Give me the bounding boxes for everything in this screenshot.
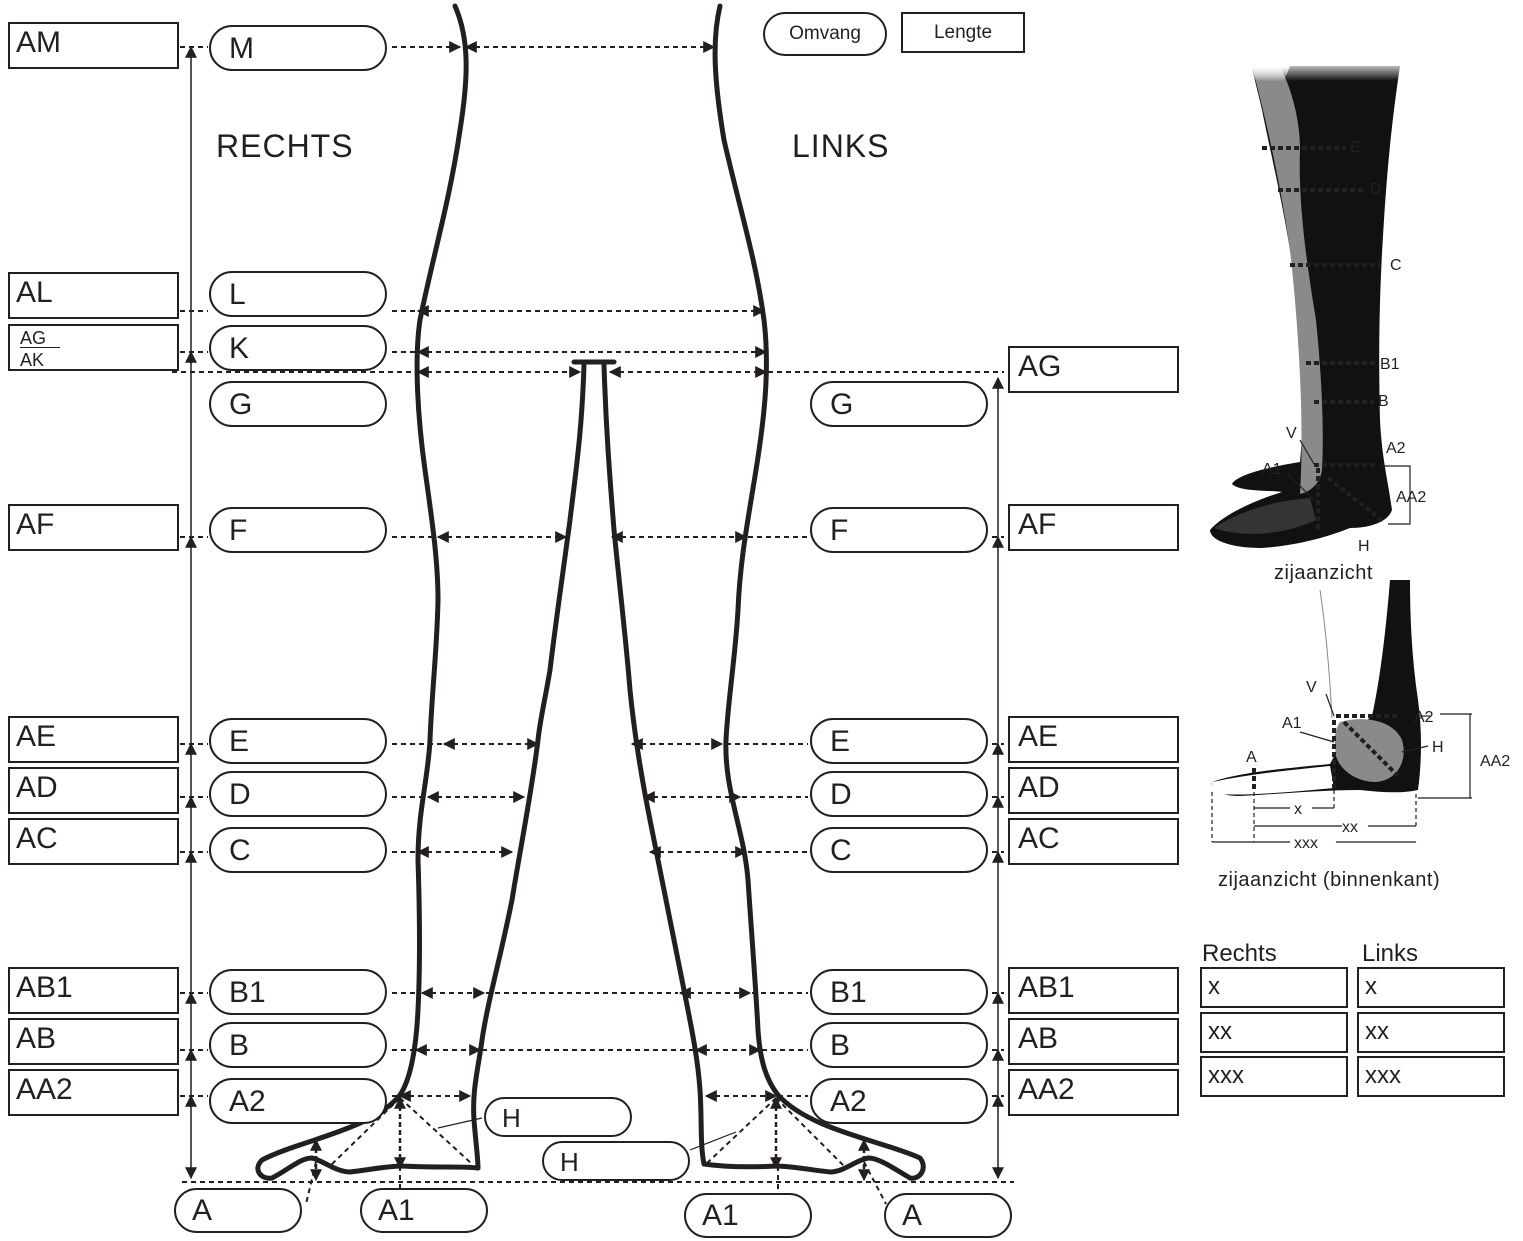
circ-field-e-right[interactable]: E	[209, 718, 387, 764]
inner-view-illustration: V A2 A1 H A AA2 x xx xxx	[1211, 580, 1510, 852]
side-label-h: H	[1358, 538, 1370, 555]
circ-field-d-left[interactable]: D	[810, 771, 988, 817]
side-label-aa2: AA2	[1396, 489, 1426, 506]
side-label-e: E	[1350, 139, 1361, 156]
circ-field-f-right[interactable]: F	[209, 507, 387, 553]
legend-omvang-label: Omvang	[789, 23, 861, 44]
length-field-ac-left[interactable]: AC	[1008, 818, 1179, 865]
side-view-caption: zijaanzicht	[1274, 562, 1373, 584]
legend-omvang: Omvang	[763, 12, 887, 56]
heading-rechts: RECHTS	[216, 128, 354, 164]
circ-field-g-right[interactable]: G	[209, 381, 387, 427]
circ-field-b1-right[interactable]: B1	[209, 969, 387, 1015]
legend-lengte: Lengte	[901, 12, 1025, 53]
length-field-aa2-left[interactable]: AA2	[1008, 1069, 1179, 1116]
side-label-v: V	[1286, 425, 1297, 442]
length-field-ab-right[interactable]: AB	[8, 1018, 179, 1065]
inner-label-xxx: xxx	[1294, 835, 1318, 852]
inner-label-h: H	[1432, 739, 1444, 756]
circ-field-k[interactable]: K	[209, 325, 387, 371]
circ-field-b-left[interactable]: B	[810, 1022, 988, 1068]
length-field-aa2-right[interactable]: AA2	[8, 1069, 179, 1116]
inner-label-x: x	[1294, 801, 1302, 818]
length-field-ac-right[interactable]: AC	[8, 818, 179, 865]
inner-view-caption: zijaanzicht (binnenkant)	[1218, 869, 1441, 891]
foot-length-xx-left[interactable]: xx	[1357, 1012, 1505, 1053]
length-field-ae-left[interactable]: AE	[1008, 716, 1179, 763]
circ-field-a-left[interactable]: A	[884, 1193, 1012, 1238]
side-label-c: C	[1390, 257, 1402, 274]
circumference-lines	[172, 41, 1014, 1205]
length-field-ag-ak[interactable]: AG AK	[8, 324, 179, 371]
length-field-ad-right[interactable]: AD	[8, 767, 179, 814]
length-field-ab1-left[interactable]: AB1	[1008, 967, 1179, 1014]
inner-label-a2: A2	[1414, 709, 1434, 726]
legend-lengte-label: Lengte	[933, 21, 993, 43]
side-label-b: B	[1378, 393, 1389, 410]
length-field-af-left[interactable]: AF	[1008, 504, 1179, 551]
heading-links: LINKS	[792, 128, 890, 164]
length-field-ag-label: AG	[20, 328, 47, 348]
circ-field-a-right[interactable]: A	[174, 1188, 302, 1233]
inner-label-aa2: AA2	[1480, 753, 1510, 770]
side-label-b1: B1	[1380, 356, 1400, 373]
table-header-rechts: Rechts	[1202, 940, 1277, 967]
length-field-af-right[interactable]: AF	[8, 504, 179, 551]
circ-field-a1-left[interactable]: A1	[684, 1193, 812, 1238]
circ-field-a2-left[interactable]: A2	[810, 1078, 988, 1124]
fraction-bar	[20, 347, 60, 348]
length-field-ab1-right[interactable]: AB1	[8, 967, 179, 1014]
length-field-ag-left[interactable]: AG	[1008, 346, 1179, 393]
inner-label-xx: xx	[1342, 819, 1358, 836]
side-view-illustration: E D C B1 B A2 V A1 AA2 H	[1210, 60, 1426, 555]
circ-field-a1-right[interactable]: A1	[360, 1188, 488, 1233]
circ-field-e-left[interactable]: E	[810, 718, 988, 764]
length-lines	[185, 45, 1004, 1180]
inner-label-a: A	[1246, 749, 1257, 766]
inner-label-v: V	[1306, 679, 1317, 696]
length-field-ab-left[interactable]: AB	[1008, 1018, 1179, 1065]
length-field-al[interactable]: AL	[8, 272, 179, 319]
circ-field-c-left[interactable]: C	[810, 827, 988, 873]
circ-field-a2-right[interactable]: A2	[209, 1078, 387, 1124]
foot-length-xxx-right[interactable]: xxx	[1200, 1056, 1348, 1097]
circ-field-l[interactable]: L	[209, 271, 387, 317]
length-field-ae-right[interactable]: AE	[8, 716, 179, 763]
circ-field-h-right[interactable]: H	[484, 1097, 632, 1137]
circ-field-b-right[interactable]: B	[209, 1022, 387, 1068]
foot-length-xx-right[interactable]: xx	[1200, 1012, 1348, 1053]
table-header-links: Links	[1362, 940, 1419, 967]
side-label-a2: A2	[1386, 440, 1406, 457]
circ-field-h-left[interactable]: H	[542, 1141, 690, 1181]
length-field-ad-left[interactable]: AD	[1008, 767, 1179, 814]
side-label-a1: A1	[1262, 461, 1282, 478]
length-field-ak-label: AK	[20, 350, 45, 370]
inner-label-a1: A1	[1282, 715, 1302, 732]
circ-field-g-left[interactable]: G	[810, 381, 988, 427]
foot-length-x-left[interactable]: x	[1357, 967, 1505, 1008]
circ-field-b1-left[interactable]: B1	[810, 969, 988, 1015]
length-field-am[interactable]: AM	[8, 22, 179, 69]
side-label-d: D	[1370, 181, 1382, 198]
circ-field-f-left[interactable]: F	[810, 507, 988, 553]
circ-field-m[interactable]: M	[209, 25, 387, 71]
foot-length-xxx-left[interactable]: xxx	[1357, 1056, 1505, 1097]
foot-length-x-right[interactable]: x	[1200, 967, 1348, 1008]
circ-field-c-right[interactable]: C	[209, 827, 387, 873]
circ-field-d-right[interactable]: D	[209, 771, 387, 817]
